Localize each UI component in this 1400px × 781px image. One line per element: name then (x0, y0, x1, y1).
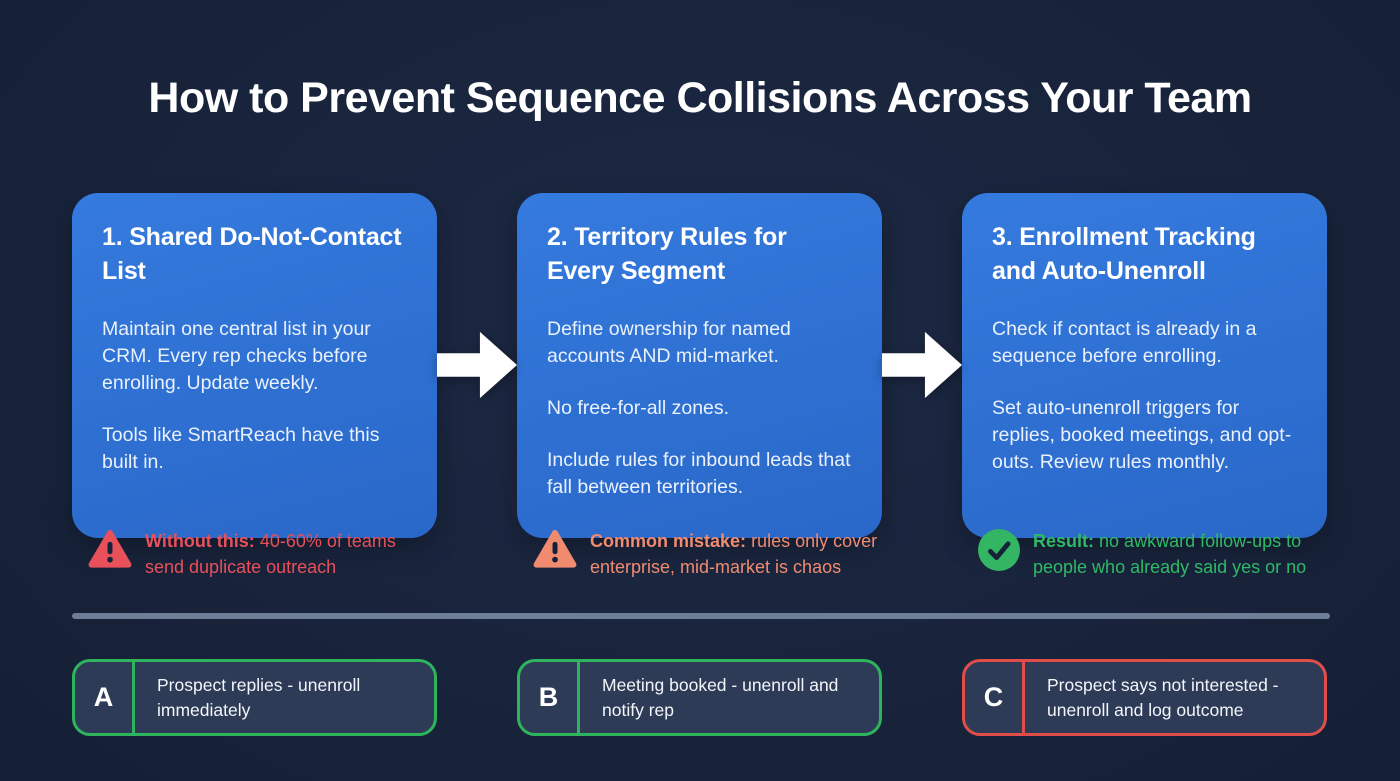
step-paragraph: Maintain one central list in your CRM. E… (102, 318, 371, 394)
step-paragraph: Include rules for inbound leads that fal… (547, 448, 851, 498)
step-heading: 2. Territory Rules for Every Segment (547, 223, 787, 285)
section-divider (72, 613, 1330, 619)
trigger-text: Prospect replies - unenroll immediately (157, 675, 361, 720)
flow-arrow-2 (882, 193, 962, 538)
trigger-card-b: B Meeting booked - unenroll and notify r… (517, 659, 882, 736)
warning-triangle-icon (533, 529, 577, 569)
step-heading: 3. Enrollment Tracking and Auto-Unenroll (992, 223, 1256, 285)
steps-row: 1. Shared Do-Not-Contact List Maintain o… (72, 193, 1328, 538)
step-paragraph: Define ownership for named accounts AND … (547, 318, 791, 367)
step-card-shared-list: 1. Shared Do-Not-Contact List Maintain o… (72, 193, 437, 538)
step-card-enrollment-tracking: 3. Enrollment Tracking and Auto-Unenroll… (962, 193, 1327, 538)
note-lead: Without this: (145, 531, 255, 551)
trigger-card-a: A Prospect replies - unenroll immediatel… (72, 659, 437, 736)
step-paragraph: Set auto-unenroll triggers for replies, … (992, 396, 1292, 473)
trigger-text: Meeting booked - unenroll and notify rep (602, 675, 839, 720)
note-text: Common mistake: rules only cover enterpr… (590, 528, 882, 580)
warning-triangle-icon (88, 529, 132, 569)
notes-row: Without this: 40-60% of teams send dupli… (72, 528, 1328, 580)
note-text: Without this: 40-60% of teams send dupli… (145, 528, 437, 580)
trigger-label: A (75, 662, 135, 733)
note-body: no awkward follow-ups to people who alre… (1033, 531, 1307, 577)
step-paragraph: No free-for-all zones. (547, 396, 730, 419)
note-lead: Result: (1033, 531, 1095, 551)
note-text: Result: no awkward follow-ups to people … (1033, 528, 1327, 580)
step-card-territory-rules: 2. Territory Rules for Every Segment Def… (517, 193, 882, 538)
step-heading: 1. Shared Do-Not-Contact List (102, 223, 402, 285)
check-circle-icon (978, 529, 1020, 571)
note-body: rules only cover enterprise, mid-market … (590, 531, 878, 577)
arrow-right-icon (437, 332, 517, 399)
note-body: 40-60% of teams send duplicate outreach (145, 531, 396, 577)
step-paragraph: Check if contact is already in a sequenc… (992, 318, 1257, 367)
trigger-label: C (965, 662, 1025, 733)
trigger-text: Prospect says not interested - unenroll … (1047, 675, 1279, 720)
trigger-label: B (520, 662, 580, 733)
arrow-right-icon (882, 332, 962, 399)
flow-arrow-1 (437, 193, 517, 538)
step-paragraph: Tools like SmartReach have this built in… (102, 423, 380, 473)
page-title: How to Prevent Sequence Collisions Acros… (148, 74, 1252, 122)
note-common-mistake: Common mistake: rules only cover enterpr… (517, 528, 882, 580)
triggers-row: A Prospect replies - unenroll immediatel… (72, 659, 1328, 736)
note-without-this: Without this: 40-60% of teams send dupli… (72, 528, 437, 580)
note-result: Result: no awkward follow-ups to people … (962, 528, 1327, 580)
trigger-card-c: C Prospect says not interested - unenrol… (962, 659, 1327, 736)
note-lead: Common mistake: (590, 531, 747, 551)
